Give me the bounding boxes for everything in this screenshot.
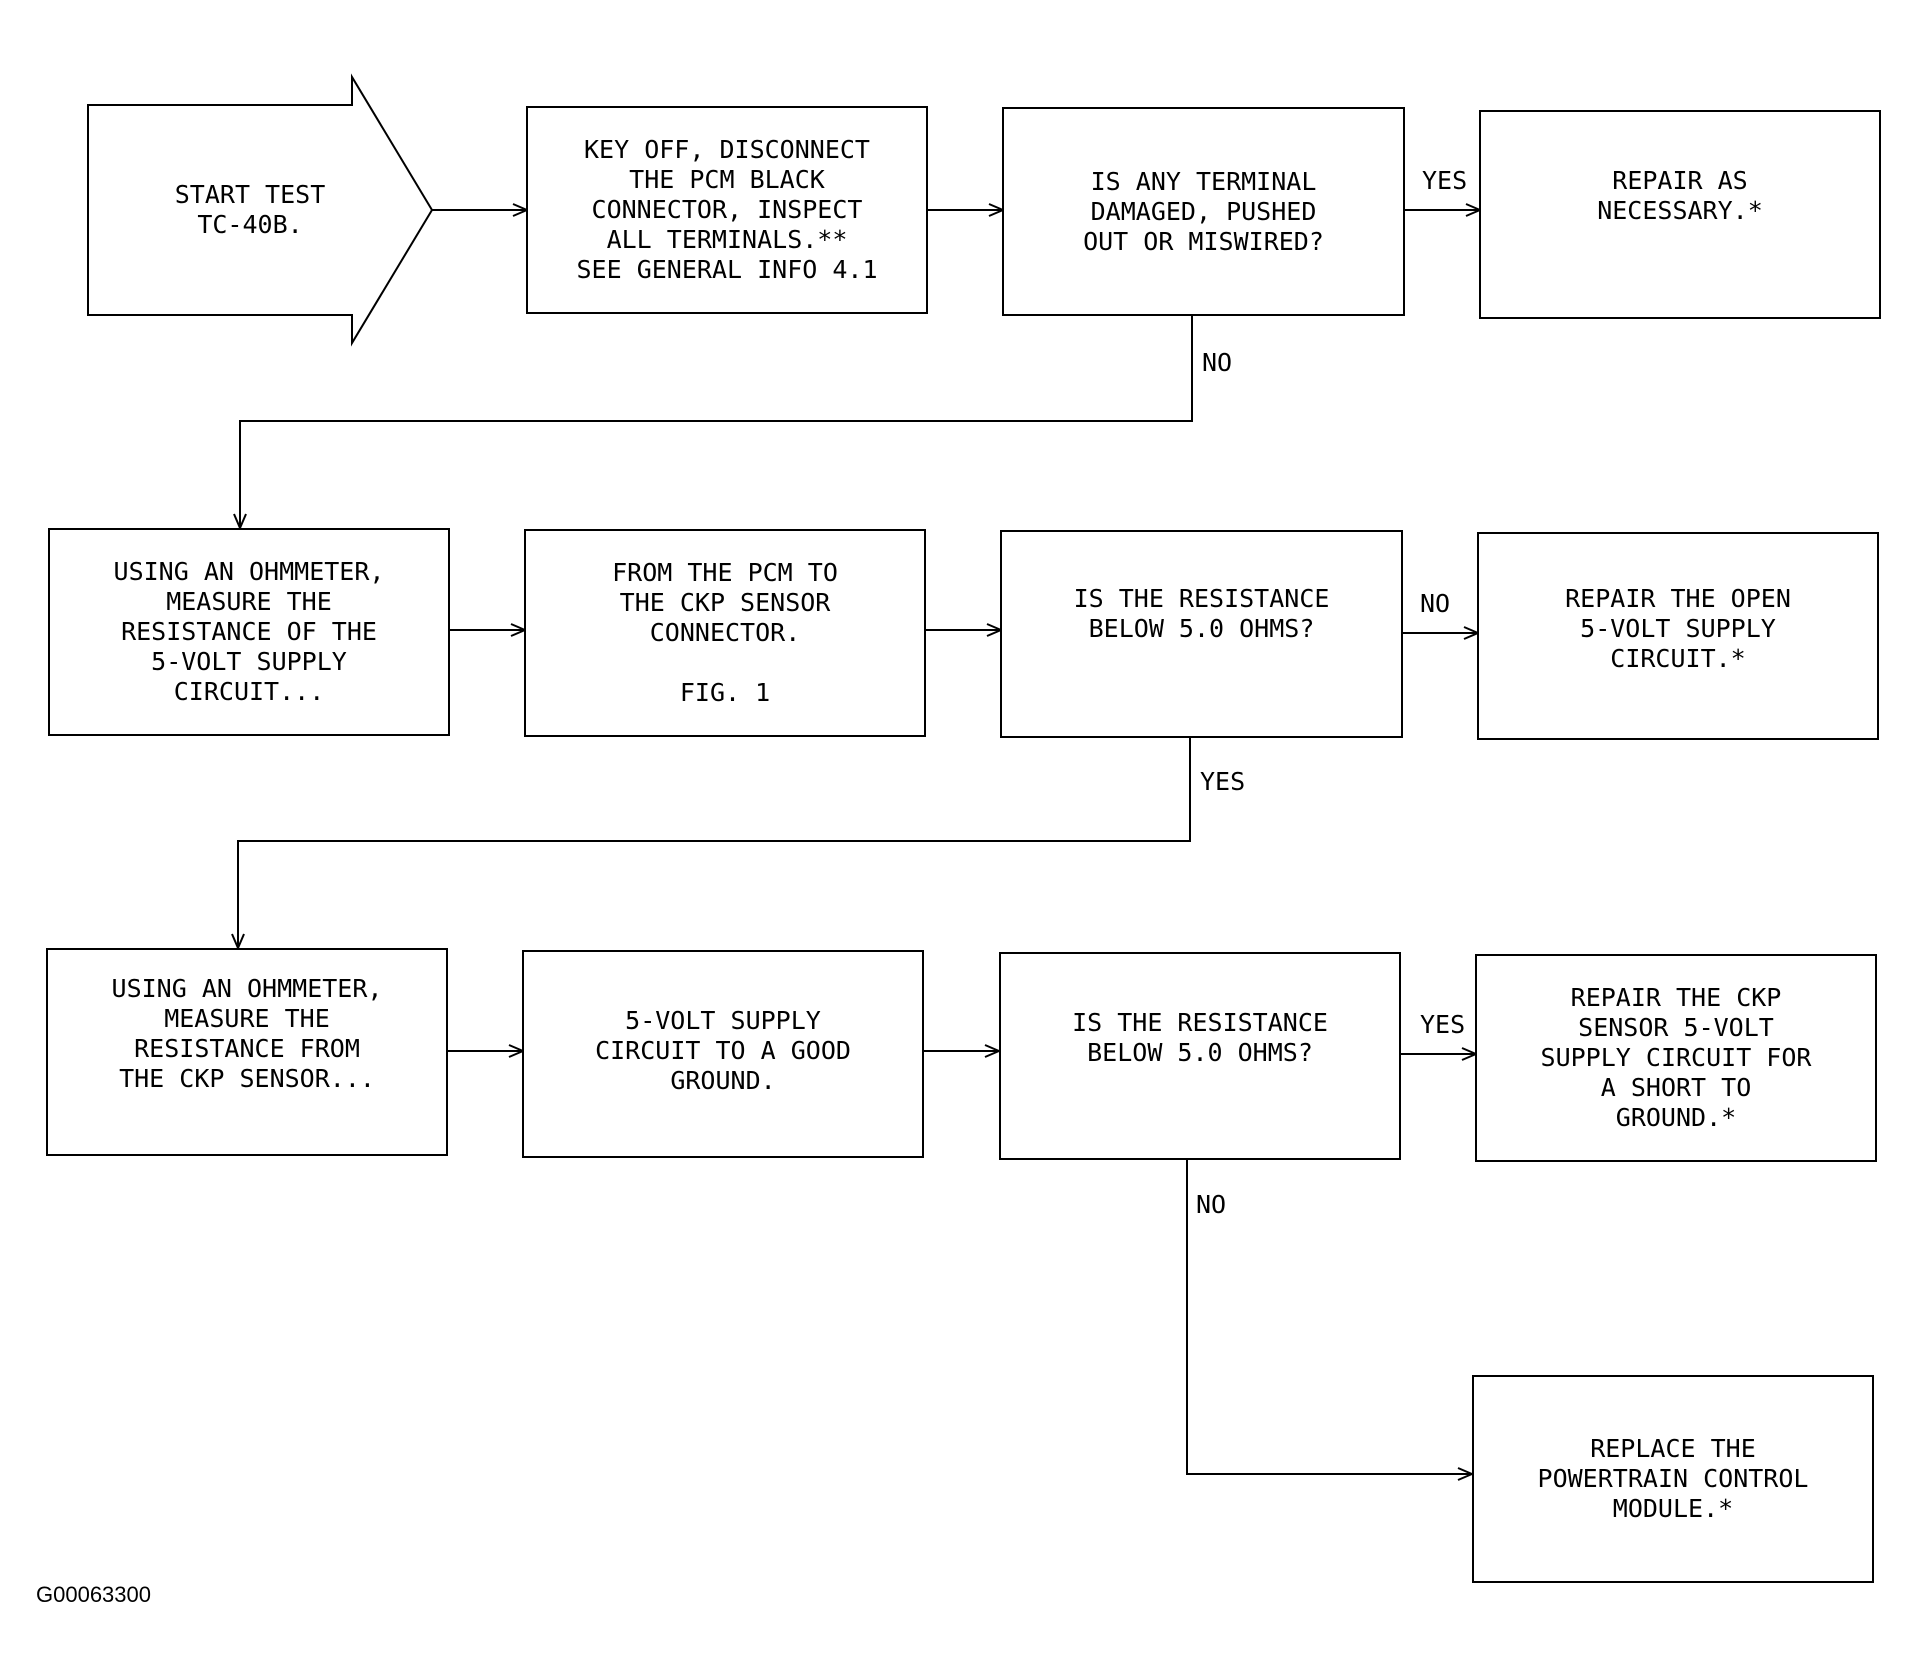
start-test-label: START TEST TC-40B. [174,180,326,239]
label-no-3: NO [1196,1190,1227,1219]
step-measure-resistance-ckp: USING AN OHMMETER, MEASURE THE RESISTANC… [46,948,448,1156]
decision-resistance-below-5-open: IS THE RESISTANCE BELOW 5.0 OHMS? [1000,530,1403,738]
figure-reference: FIG. 1 [679,678,771,707]
label-yes-2: YES [1200,767,1246,796]
step-disconnect-inspect: KEY OFF, DISCONNECT THE PCM BLACK CONNEC… [526,106,928,314]
label-yes-1: YES [1422,166,1468,195]
result-replace-pcm: REPLACE THE POWERTRAIN CONTROL MODULE.* [1472,1375,1874,1583]
result-repair-as-necessary: REPAIR AS NECESSARY.* [1479,110,1881,319]
step-pcm-to-ckp-connector: FROM THE PCM TO THE CKP SENSOR CONNECTOR… [524,529,926,737]
start-arrow-shape [87,73,434,347]
decision-terminal-damaged: IS ANY TERMINAL DAMAGED, PUSHED OUT OR M… [1002,107,1405,316]
arrow-decision2-yes [238,738,1191,948]
label-no-1: NO [1202,348,1233,377]
label-no-2: NO [1420,589,1451,618]
figure-id: G00063300 [36,1582,151,1607]
arrow-decision1-no [240,316,1193,528]
arrow-decision3-no [1186,1159,1472,1474]
result-repair-ckp-short: REPAIR THE CKP SENSOR 5-VOLT SUPPLY CIRC… [1475,954,1877,1162]
decision-resistance-below-5-short: IS THE RESISTANCE BELOW 5.0 OHMS? [999,952,1401,1160]
step-measure-resistance-supply: USING AN OHMMETER, MEASURE THE RESISTANC… [48,528,450,736]
step-supply-to-ground: 5-VOLT SUPPLY CIRCUIT TO A GOOD GROUND. [522,950,924,1158]
result-repair-open-supply: REPAIR THE OPEN 5-VOLT SUPPLY CIRCUIT.* [1477,532,1879,740]
label-yes-3: YES [1420,1010,1466,1039]
